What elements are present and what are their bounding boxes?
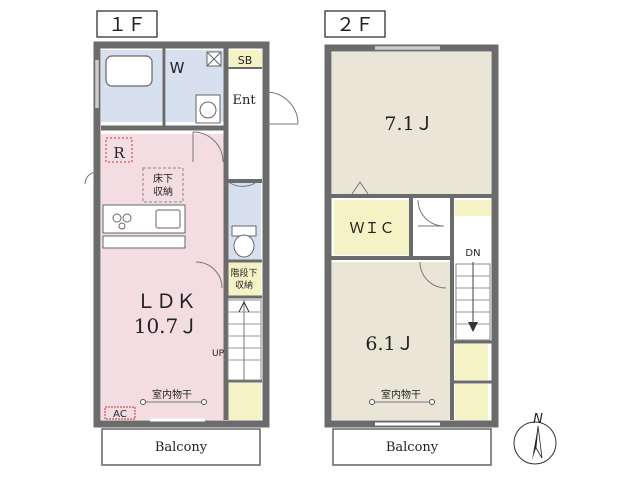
wic-label: ＷＩＣ (349, 219, 394, 237)
compass-icon: N (513, 412, 557, 465)
ldk-name-label: ＬＤＫ (136, 289, 196, 313)
first-floor-label: １Ｆ (108, 14, 146, 36)
first-floor-balcony (101, 428, 261, 466)
closet-2-floor (455, 384, 488, 420)
wic-floor (334, 200, 409, 255)
ac-label: AC (113, 409, 127, 420)
understair-storage-label-1: 階段下 (230, 267, 257, 279)
second-floor-label-box: ２Ｆ (324, 10, 386, 38)
second-floor-balcony (332, 428, 492, 466)
first-floor-balcony-label: Balcony (155, 440, 208, 455)
toilet-door-icon (229, 182, 256, 187)
second-floor-label: ２Ｆ (336, 14, 374, 36)
kitchen-counter-icon (102, 204, 186, 249)
entry-storage-floor (228, 383, 261, 420)
underfloor-storage-label-1: 床下 (153, 172, 173, 185)
stairs-down-label: DN (465, 248, 480, 259)
bathtub-icon (105, 55, 153, 87)
room-b-floor (332, 262, 451, 420)
understair-storage-label-2: 収納 (235, 279, 253, 291)
room-a-door-icon (351, 181, 369, 195)
washbasin-icon (199, 101, 217, 119)
stairs-up-label: UP (212, 349, 225, 359)
compass-north-label: N (533, 412, 543, 427)
room-b-size-label: 6.1Ｊ (365, 333, 414, 355)
toilet-icon (231, 225, 257, 258)
first-floor-drying-label: 室内物干 (152, 388, 192, 401)
refrigerator-label: R (113, 144, 125, 162)
second-floor-balcony-label: Balcony (386, 440, 439, 455)
entrance-label: Ent (232, 93, 256, 108)
entrance-door-icon (265, 91, 299, 125)
room-b-door-icon (419, 261, 447, 289)
side-door-icon (84, 171, 98, 185)
wic-door-icon (417, 199, 445, 227)
refrigerator-space-icon (105, 137, 133, 163)
room-a-floor (332, 52, 491, 194)
second-floor-plan: 7.1Ｊ ＷＩＣ DN 6.1Ｊ 室内物干 Balcony (324, 44, 499, 466)
second-floor-drying-label: 室内物干 (381, 388, 421, 401)
hall-closet-floor (455, 200, 491, 216)
underfloor-storage-label-2: 収納 (153, 185, 173, 198)
underfloor-storage-outline (142, 167, 184, 203)
closet-1-floor (455, 344, 488, 380)
shoebox-floor (229, 50, 262, 68)
first-floor-label-box: １Ｆ (96, 10, 158, 38)
stairs-up-icon (227, 299, 262, 381)
room-a-size-label: 7.1Ｊ (384, 113, 433, 135)
washroom-label: W (170, 59, 185, 77)
shoebox-label: SB (238, 54, 253, 67)
first-floor-plan: W SB Ent R 床下 収納 階段下 収納 ＬＤＫ 10.7Ｊ 室内物干 A… (84, 41, 299, 466)
understair-storage-floor (228, 262, 261, 296)
ldk-door-icon (192, 131, 224, 163)
stairs-down-icon (455, 262, 491, 341)
ldk-floor (101, 134, 225, 420)
storage-door-icon (195, 261, 223, 289)
ldk-size-label: 10.7Ｊ (134, 314, 199, 338)
